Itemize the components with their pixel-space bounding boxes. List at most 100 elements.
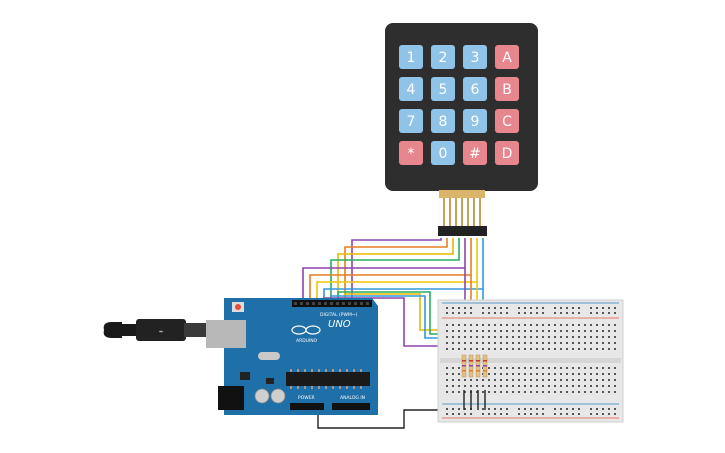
- key-9[interactable]: 9: [463, 109, 487, 133]
- breadboard-hole: [518, 385, 520, 387]
- breadboard-hole: [608, 336, 610, 338]
- key-cap[interactable]: [495, 77, 519, 101]
- breadboard-hole: [578, 385, 580, 387]
- key-cap[interactable]: [399, 109, 423, 133]
- keypad-ribbon: [439, 190, 485, 198]
- breadboard-hole: [500, 413, 502, 415]
- breadboard-hole: [506, 307, 508, 309]
- breadboard-hole: [602, 373, 604, 375]
- breadboard-hole: [614, 348, 616, 350]
- breadboard-hole: [530, 342, 532, 344]
- breadboard-hole: [470, 348, 472, 350]
- breadboard-hole: [518, 373, 520, 375]
- breadboard-hole: [584, 324, 586, 326]
- breadboard-hole: [524, 408, 526, 410]
- breadboard-hole: [536, 336, 538, 338]
- breadboard-hole: [542, 342, 544, 344]
- breadboard-hole: [452, 413, 454, 415]
- key-cap[interactable]: [495, 109, 519, 133]
- key-0[interactable]: 0: [431, 141, 455, 165]
- key-d[interactable]: D: [495, 141, 519, 165]
- breadboard-hole: [524, 342, 526, 344]
- breadboard-hole: [578, 312, 580, 314]
- breadboard-trench: [440, 358, 621, 363]
- breadboard-hole: [482, 336, 484, 338]
- key-6[interactable]: 6: [463, 77, 487, 101]
- breadboard-hole: [596, 408, 598, 410]
- key-cap[interactable]: [431, 77, 455, 101]
- breadboard-hole: [614, 391, 616, 393]
- key-cap[interactable]: [495, 141, 519, 165]
- key-hash[interactable]: #: [463, 141, 487, 165]
- breadboard-hole: [530, 348, 532, 350]
- breadboard-hole: [548, 379, 550, 381]
- breadboard-hole: [536, 408, 538, 410]
- breadboard-hole: [446, 336, 448, 338]
- key-cap[interactable]: [495, 45, 519, 69]
- breadboard-hole: [530, 379, 532, 381]
- breadboard-hole: [530, 336, 532, 338]
- breadboard-hole: [476, 324, 478, 326]
- wire-yellow: [337, 238, 454, 300]
- breadboard-hole: [614, 413, 616, 415]
- breadboard-hole: [536, 330, 538, 332]
- svg-text:⇔: ⇔: [159, 330, 163, 335]
- key-a[interactable]: A: [495, 45, 519, 69]
- key-1[interactable]: 1: [399, 45, 423, 69]
- key-cap[interactable]: [463, 109, 487, 133]
- key-cap[interactable]: [463, 141, 487, 165]
- breadboard-hole: [542, 413, 544, 415]
- breadboard-hole: [530, 373, 532, 375]
- breadboard-hole: [482, 408, 484, 410]
- key-8[interactable]: 8: [431, 109, 455, 133]
- breadboard-hole: [488, 348, 490, 350]
- key-cap[interactable]: [399, 45, 423, 69]
- breadboard-hole: [500, 348, 502, 350]
- breadboard-hole: [488, 408, 490, 410]
- key-5[interactable]: 5: [431, 77, 455, 101]
- key-cap[interactable]: [463, 77, 487, 101]
- breadboard-hole: [488, 342, 490, 344]
- breadboard-hole: [572, 367, 574, 369]
- breadboard-hole: [614, 373, 616, 375]
- breadboard-hole: [566, 324, 568, 326]
- key-b[interactable]: B: [495, 77, 519, 101]
- key-3[interactable]: 3: [463, 45, 487, 69]
- breadboard-hole: [494, 391, 496, 393]
- key-cap[interactable]: [431, 141, 455, 165]
- breadboard-hole: [530, 307, 532, 309]
- key-7[interactable]: 7: [399, 109, 423, 133]
- key-2[interactable]: 2: [431, 45, 455, 69]
- breadboard-hole: [566, 348, 568, 350]
- breadboard-hole: [470, 413, 472, 415]
- breadboard-hole: [488, 307, 490, 309]
- breadboard-hole: [578, 342, 580, 344]
- breadboard-hole: [542, 379, 544, 381]
- breadboard-hole: [602, 367, 604, 369]
- key-cap[interactable]: [399, 141, 423, 165]
- key-label: 2: [439, 50, 448, 66]
- breadboard-hole: [536, 324, 538, 326]
- key-cap[interactable]: [463, 45, 487, 69]
- breadboard-hole: [464, 385, 466, 387]
- breadboard-hole: [578, 373, 580, 375]
- breadboard-hole: [452, 373, 454, 375]
- breadboard-hole: [506, 324, 508, 326]
- key-c[interactable]: C: [495, 109, 519, 133]
- breadboard-hole: [542, 312, 544, 314]
- breadboard-hole: [500, 408, 502, 410]
- wire-ground: [317, 409, 440, 429]
- breadboard-hole: [614, 385, 616, 387]
- key-star[interactable]: *: [399, 141, 423, 165]
- breadboard-hole: [608, 379, 610, 381]
- breadboard-hole: [464, 324, 466, 326]
- key-cap[interactable]: [431, 109, 455, 133]
- key-label: 1: [407, 50, 416, 66]
- breadboard-hole: [512, 367, 514, 369]
- breadboard-hole: [482, 342, 484, 344]
- key-cap[interactable]: [399, 77, 423, 101]
- key-4[interactable]: 4: [399, 77, 423, 101]
- key-cap[interactable]: [431, 45, 455, 69]
- breadboard-hole: [590, 391, 592, 393]
- breadboard-hole: [494, 408, 496, 410]
